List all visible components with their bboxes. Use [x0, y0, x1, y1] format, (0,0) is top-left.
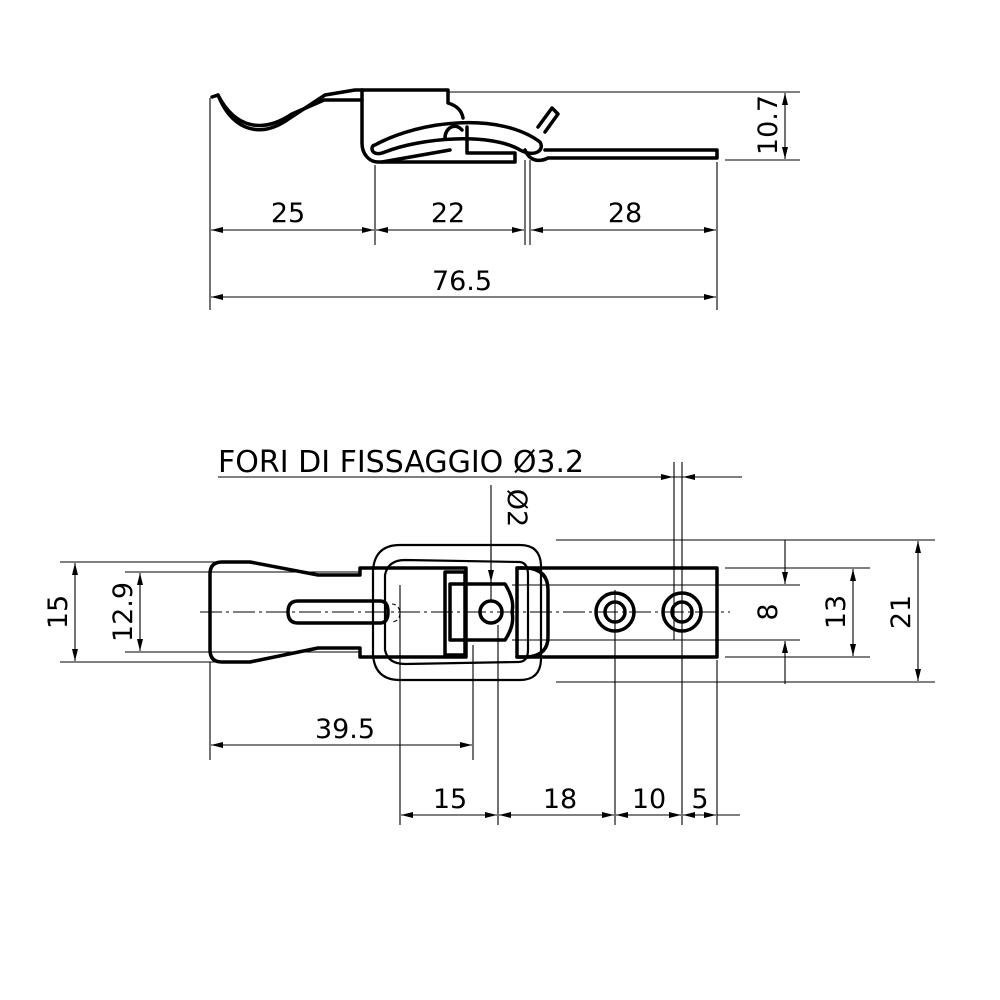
dim-13: 13: [821, 595, 852, 629]
side-dimension-lines: [211, 93, 788, 300]
dim-15: 15: [433, 784, 467, 815]
top-center-lines: [200, 462, 730, 825]
dim-76-5: 76.5: [432, 266, 492, 297]
dim-10: 10: [632, 784, 666, 815]
dim-28: 28: [608, 198, 642, 229]
dim-15-height: 15: [43, 595, 74, 629]
top-dimension-lines: [72, 474, 921, 818]
top-view: FORI DI FISSAGGIO Ø3.2 Ø2: [43, 445, 935, 825]
dim-25: 25: [271, 198, 305, 229]
dim-5: 5: [691, 784, 708, 815]
side-extension-lines: [209, 91, 800, 310]
latch-side-profile: [210, 88, 719, 164]
dim-18: 18: [543, 784, 577, 815]
dim-21: 21: [886, 595, 917, 629]
dim-22: 22: [431, 198, 465, 229]
mounting-holes-note: FORI DI FISSAGGIO Ø3.2: [218, 445, 584, 480]
dim-10-7: 10.7: [753, 95, 784, 155]
dim-8: 8: [753, 603, 784, 620]
pin-diameter-label: Ø2: [501, 489, 532, 527]
dim-12-9: 12.9: [108, 582, 139, 642]
top-extension-lines: [60, 539, 935, 683]
side-view: 25 22 28 76.5 10.7: [209, 88, 800, 310]
dim-39-5: 39.5: [315, 714, 375, 745]
